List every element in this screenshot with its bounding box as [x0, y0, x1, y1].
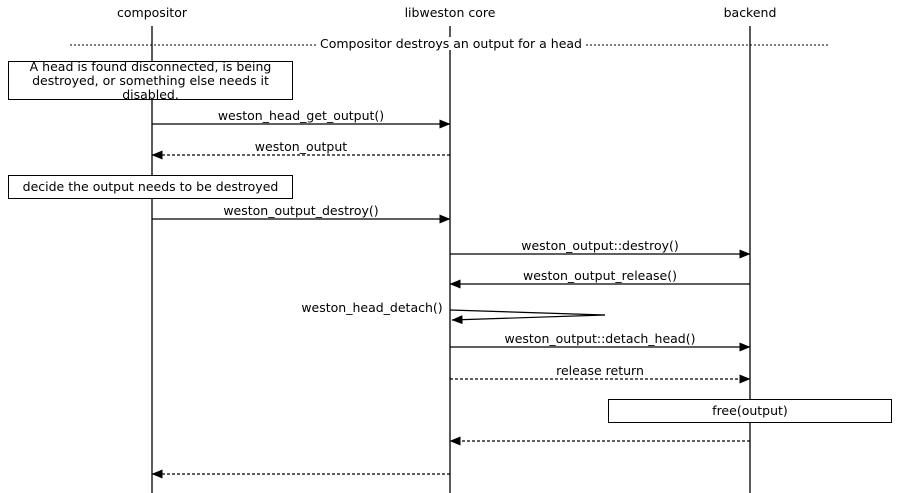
- msg-weston-head-detach-label: weston_head_detach(): [301, 300, 443, 315]
- note-free-output-text: free(output): [712, 403, 788, 418]
- note-head-disconnected-text: A head is found disconnected, is being d…: [29, 58, 272, 102]
- note-decide-destroy-text: decide the output needs to be destroyed: [22, 179, 279, 194]
- msg-weston-head-get-output-label: weston_head_get_output(): [217, 108, 385, 123]
- msg-weston-output-destroy-label: weston_output_destroy(): [223, 203, 379, 218]
- participant-label-compositor: compositor: [117, 5, 187, 20]
- msg-weston-head-detach-loop-top: [449, 309, 606, 316]
- separator-title: Compositor destroys an output for a head: [316, 37, 586, 50]
- msg-release-return-label: release return: [556, 363, 644, 378]
- msg-weston-output-return-label: weston_output: [254, 139, 348, 154]
- message-arrows-group: [151, 119, 751, 479]
- note-free-output: free(output): [608, 399, 892, 423]
- msg-weston-output-destroy-vfunc-label: weston_output::destroy(): [521, 238, 679, 253]
- participant-label-libweston-core: libweston core: [404, 5, 496, 20]
- participant-label-backend: backend: [723, 5, 777, 20]
- msg-weston-output-release-label: weston_output_release(): [523, 268, 677, 283]
- msg-weston-output-detach-head-label: weston_output::detach_head(): [504, 331, 696, 346]
- note-decide-destroy: decide the output needs to be destroyed: [8, 175, 293, 199]
- msg-weston-head-detach-loop-bottom: [451, 314, 606, 325]
- note-head-disconnected: A head is found disconnected, is being d…: [8, 58, 293, 102]
